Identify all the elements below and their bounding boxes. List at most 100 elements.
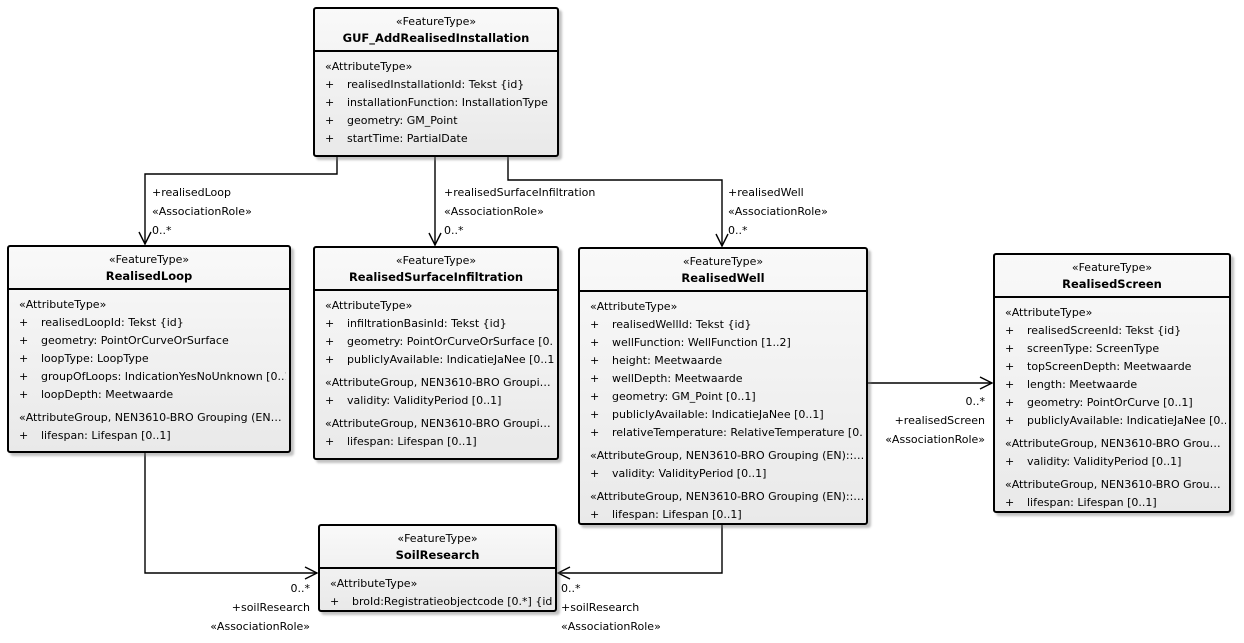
class-name: RealisedLoop: [105, 269, 193, 283]
visibility-marker: +: [590, 467, 600, 480]
class-attributes: «AttributeType»+infiltrationBasinId: Tek…: [315, 291, 557, 454]
attribute-text: publiclyAvailable: IndicatieJaNee [0..1]: [612, 408, 824, 421]
attribute-row: +topScreenDepth: Meetwaarde: [1001, 358, 1226, 376]
section-stereotype: «AttributeGroup, NEN3610-BRO Groupi…: [325, 417, 551, 430]
class-soil-research[interactable]: «FeatureType» SoilResearch «AttributeTyp…: [318, 524, 557, 612]
attribute-text: geometry: PointOrCurve [0..1]: [1027, 396, 1193, 409]
attribute-row: +validity: ValidityPeriod [0..1]: [586, 465, 863, 483]
connector-soil-research-right: [556, 525, 723, 580]
attribute-row: +geometry: PointOrCurveOrSurface: [15, 332, 286, 350]
attribute-row: +height: Meetwaarde: [586, 352, 863, 370]
attribute-row: +startTime: PartialDate: [321, 130, 554, 148]
association-multiplicity: 0..*: [728, 224, 748, 237]
association-stereotype: «AssociationRole»: [152, 205, 252, 218]
attribute-row: + lifespan: Lifespan [0..1]: [321, 433, 554, 451]
attribute-text: wellDepth: Meetwaarde: [612, 372, 743, 385]
attribute-row: +publiclyAvailable: IndicatieJaNee [0..1…: [321, 351, 554, 369]
attribute-text: loopType: LoopType: [41, 352, 149, 365]
attribute-section: «AttributeGroup, NEN3610-BRO Grouping (E…: [15, 409, 286, 445]
attribute-text: realisedWellId: Tekst {id}: [612, 318, 752, 331]
class-attributes: «AttributeType» +realisedInstallationId: …: [315, 52, 557, 151]
visibility-marker: +: [590, 336, 600, 349]
attribute-text: screenType: ScreenType: [1027, 342, 1160, 355]
attribute-text: lifespan: Lifespan [0..1]: [347, 435, 477, 448]
section-stereotype: «AttributeGroup, NEN3610-BRO Grouping (E…: [590, 490, 863, 503]
attribute-row: + geometry: PointOrCurveOrSurface [0..1]: [321, 333, 554, 351]
visibility-marker: +: [19, 388, 29, 401]
attribute-row: +realisedInstallationId: Tekst {id}: [321, 76, 554, 94]
class-realised-well[interactable]: «FeatureType» RealisedWell «AttributeTyp…: [578, 247, 868, 525]
attribute-section: «AttributeType»+realisedLoopId: Tekst {i…: [15, 296, 286, 404]
association-role: +realisedScreen: [894, 414, 985, 427]
attribute-text: lifespan: Lifespan [0..1]: [41, 429, 171, 442]
attribute-row: +screenType: ScreenType: [1001, 340, 1226, 358]
attribute-text: validity: ValidityPeriod [0..1]: [1027, 455, 1182, 468]
association-multiplicity: 0..*: [965, 395, 986, 408]
attribute-section: «AttributeType»+realisedScreenId: Tekst …: [1001, 304, 1226, 430]
class-header: «FeatureType» RealisedLoop: [9, 247, 289, 290]
class-attributes: «AttributeType»+broId:Registratieobjectc…: [320, 569, 555, 610]
visibility-marker: +: [1005, 378, 1015, 391]
association-label-soil-research-right: 0..* +soilResearch «AssociationRole»: [561, 579, 661, 636]
association-stereotype: «AssociationRole»: [210, 620, 310, 633]
section-stereotype: «AttributeGroup, NEN3610-BRO Groupi…: [325, 376, 551, 389]
attribute-row: + lifespan: Lifespan [0..1]: [586, 506, 863, 523]
association-label-realised-well: +realisedWell «AssociationRole» 0..*: [728, 183, 828, 240]
attribute-row: +lifespan: Lifespan [0..1]: [1001, 494, 1226, 511]
section-stereotype: «AttributeType»: [325, 60, 413, 73]
attribute-section: «AttributeType»+broId:Registratieobjectc…: [326, 575, 552, 610]
visibility-marker: +: [325, 132, 335, 145]
attribute-row: +publiclyAvailable: IndicatieJaNee [0..1…: [586, 406, 863, 424]
visibility-marker: +: [325, 435, 335, 448]
attribute-text: validity: ValidityPeriod [0..1]: [347, 394, 502, 407]
class-name: RealisedSurfaceInfiltration: [348, 270, 524, 284]
class-realised-surface-infiltration[interactable]: «FeatureType» RealisedSurfaceInfiltratio…: [313, 246, 559, 460]
visibility-marker: +: [590, 390, 600, 403]
attribute-section: «AttributeGroup, NEN3610-BRO Groupi… + lif…: [321, 415, 554, 451]
attribute-row: +wellFunction: WellFunction [1..2]: [586, 334, 863, 352]
visibility-marker: +: [330, 595, 340, 608]
class-realised-screen[interactable]: «FeatureType» RealisedScreen «AttributeT…: [993, 253, 1231, 513]
section-stereotype: «AttributeGroup, NEN3610-BRO Grou…: [1005, 437, 1221, 450]
class-guf-add-realised-installation[interactable]: «FeatureType» GUF_AddRealisedInstallatio…: [313, 7, 559, 157]
attribute-text: publiclyAvailable: IndicatieJaNee [0..1]: [1027, 414, 1226, 427]
association-label-realised-surface-infiltration: +realisedSurfaceInfiltration «Associatio…: [444, 183, 595, 240]
visibility-marker: +: [1005, 396, 1015, 409]
class-header: «FeatureType» GUF_AddRealisedInstallatio…: [315, 9, 557, 52]
section-stereotype: «AttributeGroup, NEN3610-BRO Grouping (E…: [590, 449, 863, 462]
attribute-text: geometry: PointOrCurveOrSurface [0..1]: [347, 335, 554, 348]
class-realised-loop[interactable]: «FeatureType» RealisedLoop «AttributeTyp…: [7, 245, 291, 453]
class-stereotype: «FeatureType»: [395, 15, 477, 28]
association-label-realised-screen: 0..* +realisedScreen «AssociationRole»: [885, 392, 985, 449]
attribute-section: «AttributeType» +realisedInstallationId: …: [321, 58, 554, 148]
class-stereotype: «FeatureType»: [395, 254, 477, 267]
attribute-text: publiclyAvailable: IndicatieJaNee [0..1]: [347, 353, 554, 366]
attribute-text: topScreenDepth: Meetwaarde: [1027, 360, 1192, 373]
visibility-marker: +: [19, 352, 29, 365]
association-multiplicity: 0..*: [444, 224, 464, 237]
class-stereotype: «FeatureType»: [682, 255, 764, 268]
attribute-text: length: Meetwaarde: [1027, 378, 1138, 391]
attribute-row: + geometry: PointOrCurve [0..1]: [1001, 394, 1226, 412]
attribute-row: +loopDepth: Meetwaarde: [15, 386, 286, 404]
association-label-realised-loop: +realisedLoop «AssociationRole» 0..*: [152, 183, 252, 240]
attribute-row: +validity: ValidityPeriod [0..1]: [321, 392, 554, 410]
visibility-marker: +: [590, 372, 600, 385]
attribute-text: lifespan: Lifespan [0..1]: [612, 508, 742, 521]
connector-soil-research-left: [144, 453, 319, 580]
class-header: «FeatureType» RealisedWell: [580, 249, 866, 292]
association-stereotype: «AssociationRole»: [728, 205, 828, 218]
attribute-section: «AttributeGroup, NEN3610-BRO Grou…+lifes…: [1001, 476, 1226, 511]
attribute-row: +relativeTemperature: RelativeTemperatur…: [586, 424, 863, 442]
visibility-marker: +: [325, 335, 335, 348]
visibility-marker: +: [590, 508, 600, 521]
class-name: RealisedScreen: [1062, 277, 1162, 291]
section-stereotype: «AttributeType»: [1005, 306, 1093, 319]
attribute-text: lifespan: Lifespan [0..1]: [1027, 496, 1157, 509]
attribute-row: + length: Meetwaarde: [1001, 376, 1226, 394]
association-multiplicity: 0..*: [290, 582, 311, 595]
visibility-marker: +: [325, 317, 335, 330]
attribute-row: +lifespan: Lifespan [0..1]: [15, 427, 286, 445]
attribute-section: «AttributeType»+infiltrationBasinId: Tek…: [321, 297, 554, 369]
